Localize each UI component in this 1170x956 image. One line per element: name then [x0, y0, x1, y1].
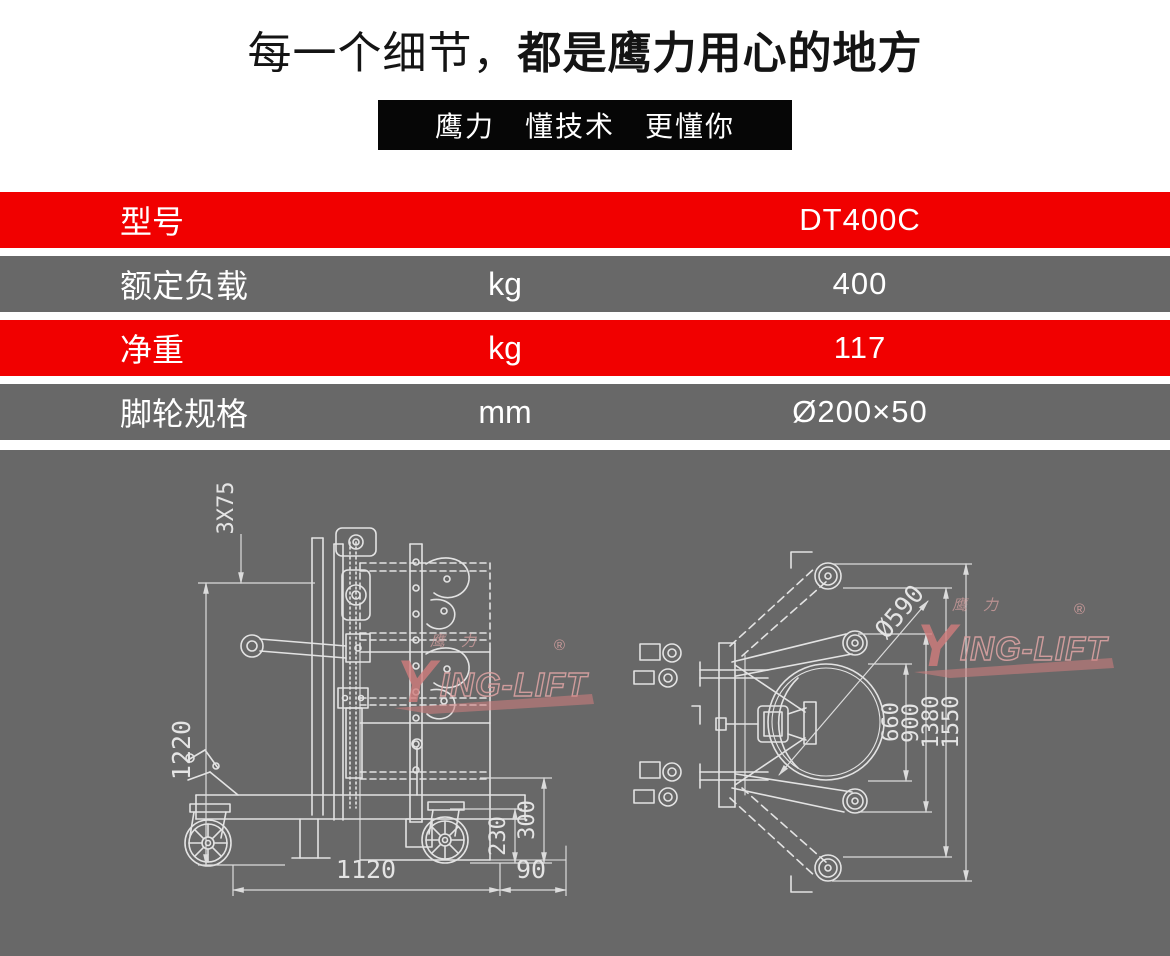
left-caster [658, 787, 678, 807]
spec-row: 型号 DT400C [0, 192, 1170, 248]
watermark-cn-mark: 鹰力 [430, 633, 492, 650]
dim-platform-height: 300 [515, 800, 540, 840]
registered-mark-icon: ® [554, 637, 565, 654]
registered-mark-icon: ® [1074, 601, 1085, 618]
technical-drawing: 3X75 1220 230 300 1120 90 [167, 482, 1114, 896]
side-view-dimensions: 3X75 1220 230 300 1120 90 [167, 482, 568, 896]
arm-wheel [842, 788, 868, 814]
brand-logo-y-icon: Y [396, 648, 441, 715]
spec-unit: kg [488, 329, 522, 366]
header: 每一个细节，都是鹰力用心的地方 鹰力 懂技术 更懂你 [0, 0, 1170, 192]
dim-inner-width: 660 [879, 702, 904, 742]
spec-row: 额定负载 kg 400 [0, 256, 1170, 312]
page-title: 每一个细节，都是鹰力用心的地方 [0, 29, 1170, 78]
spec-label: 净重 [120, 332, 185, 368]
watermark-cn-mark: 鹰力 [952, 597, 1014, 614]
spec-value: DT400C [799, 202, 921, 237]
arm-wheel [814, 854, 842, 882]
brand-slogan-banner: 鹰力 懂技术 更懂你 [378, 100, 792, 151]
spec-label: 脚轮规格 [120, 396, 249, 432]
left-caster [658, 668, 678, 688]
rear-caster [421, 801, 469, 864]
front-caster [184, 803, 232, 867]
brand-logo-y-icon: Y [916, 612, 961, 679]
dim-mid-width: 900 [899, 703, 924, 743]
spec-value: Ø200×50 [792, 394, 928, 429]
spec-unit: kg [488, 265, 522, 302]
brand-slogan-text: 鹰力 懂技术 更懂你 [434, 111, 735, 143]
spec-value: 400 [832, 266, 888, 301]
watermark-right: 鹰力 ® Y ING-LIFT [914, 597, 1114, 679]
drum-top-outline [767, 663, 885, 781]
title-bold-segment: 都是鹰力用心的地方 [517, 29, 923, 78]
dim-outer-width: 1380 [919, 696, 944, 749]
top-view [633, 551, 885, 893]
dim-overall-height: 1220 [167, 720, 196, 780]
left-caster [662, 762, 682, 782]
swing-arm-open-bottom [729, 787, 828, 878]
spec-row: 净重 kg 117 [0, 320, 1170, 376]
technical-drawing-panel: 3X75 1220 230 300 1120 90 [0, 450, 1170, 956]
spec-table: 型号 DT400C 额定负载 kg 400 净重 kg 117 脚轮规格 mm … [0, 192, 1170, 440]
dim-overall-width: 1550 [939, 696, 964, 749]
dim-overall-length: 1120 [336, 855, 396, 884]
clamp-mechanism [691, 677, 817, 769]
crank-handle [240, 633, 371, 663]
dim-axle-height: 230 [486, 816, 511, 856]
arm-wheel [814, 562, 842, 590]
drum-side-outline [359, 562, 491, 780]
watermark-left: 鹰力 ® Y ING-LIFT [394, 633, 594, 715]
spec-label: 型号 [120, 204, 185, 240]
spec-value: 117 [833, 330, 887, 365]
spec-label: 额定负载 [120, 268, 249, 304]
brand-logo-swoosh [914, 658, 1114, 678]
drum-claw-upper [425, 557, 470, 630]
spec-row: 脚轮规格 mm Ø200×50 [0, 384, 1170, 440]
title-light-segment: 每一个细节， [247, 29, 518, 78]
side-view [184, 527, 567, 867]
spec-unit: mm [478, 393, 532, 430]
dim-side-offset: 90 [516, 855, 546, 884]
brand-logo-swoosh [394, 694, 594, 714]
dim-chain-pitch: 3X75 [214, 482, 239, 535]
left-caster [662, 643, 682, 663]
